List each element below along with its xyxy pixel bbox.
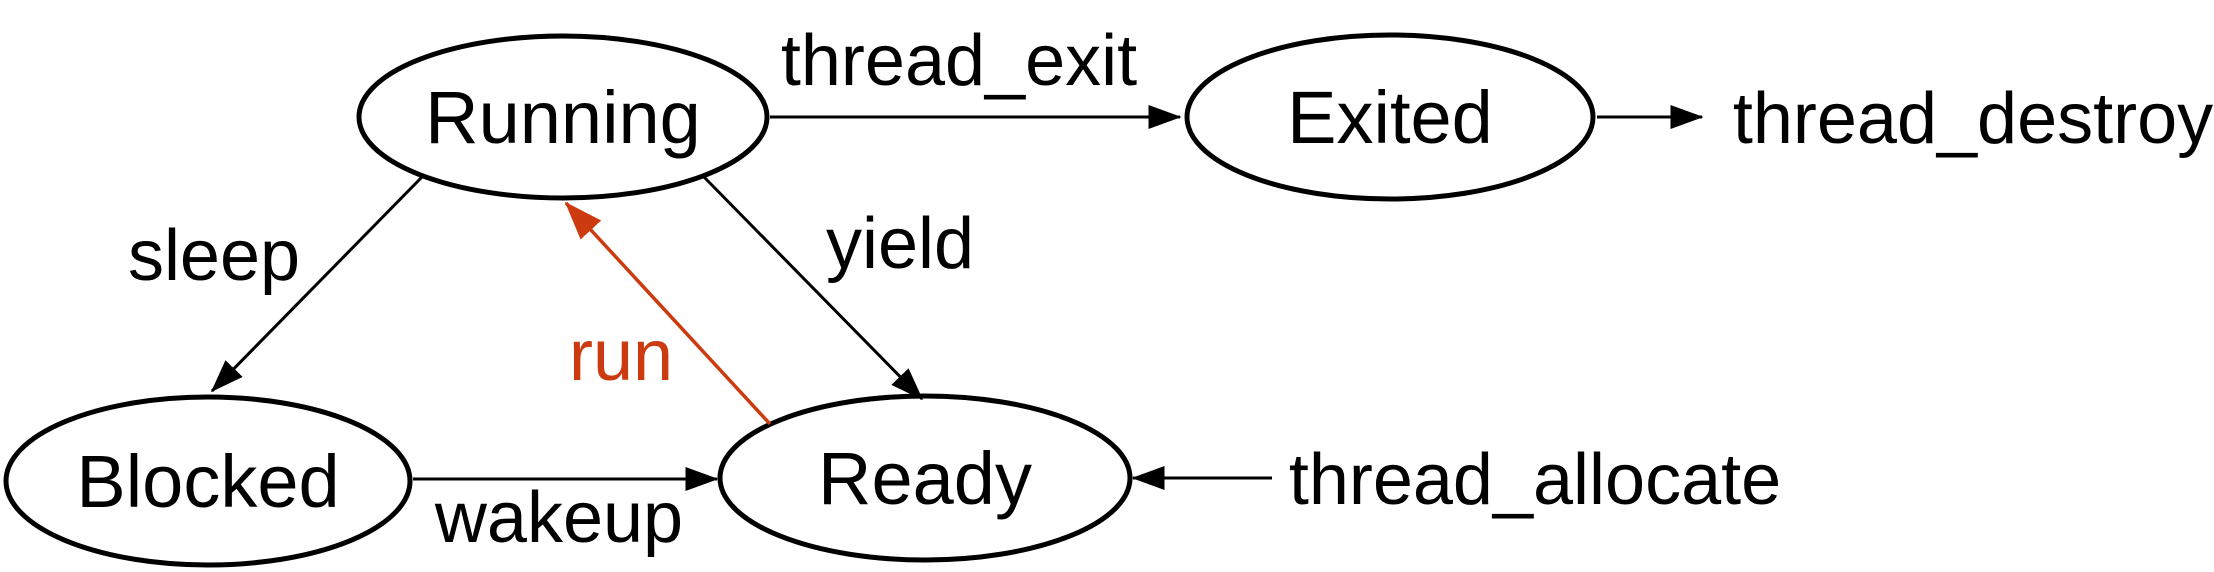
- state-node-ready: [717, 393, 1133, 563]
- state-label-running: Running: [425, 76, 701, 159]
- state-label-ready: Ready: [818, 437, 1032, 520]
- state-label-exited: Exited: [1287, 76, 1493, 159]
- edge-label-thread-exit: thread_exit: [781, 21, 1137, 101]
- edge-run-arrow: [564, 201, 772, 426]
- edge-label-sleep: sleep: [128, 216, 300, 296]
- state-node-blocked: [3, 394, 413, 568]
- edge-yield-arrow: [701, 174, 924, 401]
- edge-label-yield: yield: [826, 204, 974, 284]
- edge-label-thread-destroy: thread_destroy: [1733, 79, 2213, 159]
- state-node-exited: [1184, 32, 1596, 202]
- edge-sleep-arrow: [210, 175, 424, 393]
- state-nodes: [3, 32, 1596, 568]
- edge-label-wakeup: wakeup: [434, 478, 683, 558]
- edge-label-thread-allocate: thread_allocate: [1289, 440, 1781, 520]
- state-labels: Running Exited Blocked Ready: [76, 76, 1492, 523]
- edge-label-run: run: [569, 316, 673, 396]
- state-node-running: [356, 33, 770, 201]
- state-label-blocked: Blocked: [76, 440, 339, 523]
- transition-labels: thread_exit thread_destroy sleep yield r…: [128, 21, 2213, 558]
- transition-arrows: [210, 105, 1704, 491]
